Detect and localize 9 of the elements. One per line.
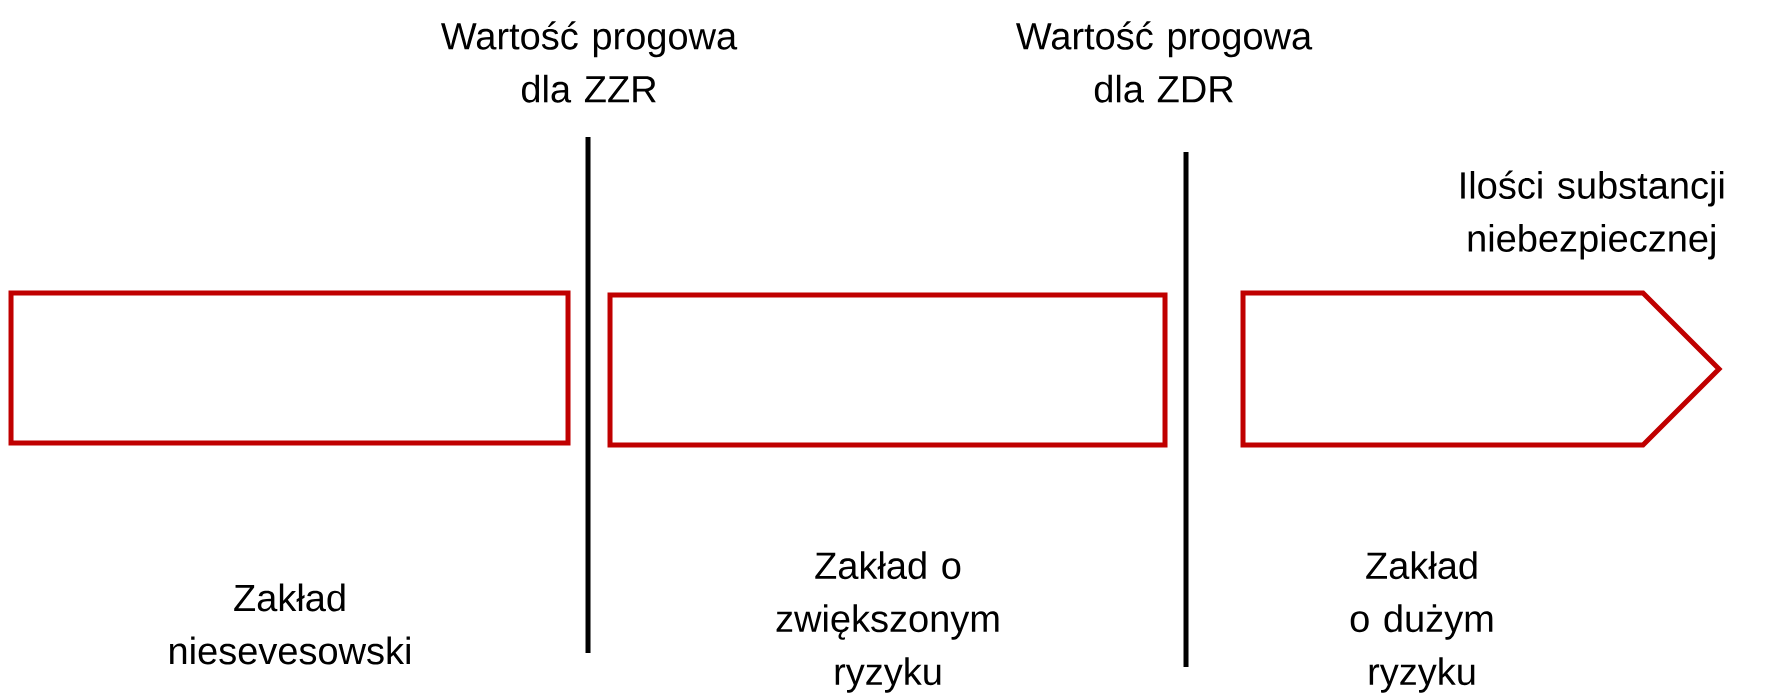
- range-box: [8, 290, 571, 446]
- range-box: [607, 292, 1168, 448]
- arrow-shape: [1240, 290, 1723, 448]
- category-label: Zakład o zwiększonym ryzyku: [776, 551, 999, 693]
- category-label: Ilości substancji niebezpiecznej: [1461, 170, 1724, 260]
- threshold-label: Wartość progowa dla ZDR: [1016, 21, 1313, 103]
- category-label: Zakład niesevesowski: [170, 583, 410, 665]
- category-label: Zakład o dużym ryzyku: [1350, 551, 1493, 693]
- threshold-label: Wartość progowa dla ZZR: [441, 21, 738, 103]
